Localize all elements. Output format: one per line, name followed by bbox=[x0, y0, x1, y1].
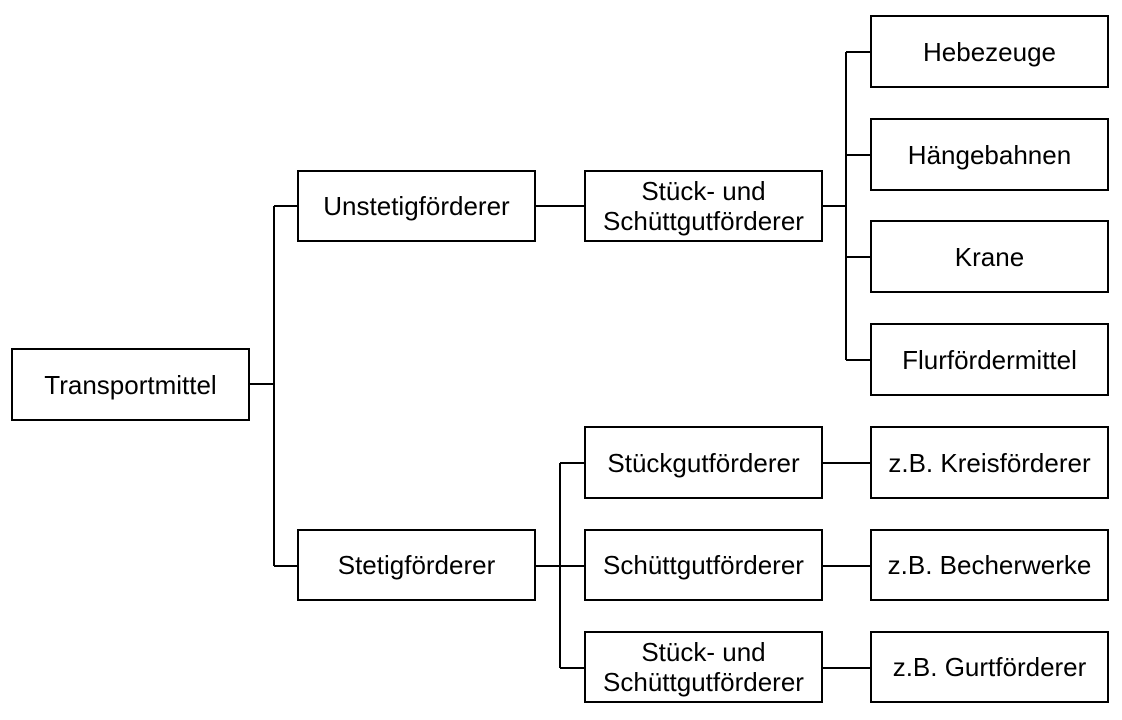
node-label: Transportmittel bbox=[44, 369, 217, 400]
node-hebezeuge: Hebezeuge bbox=[870, 15, 1109, 88]
node-label: Unstetigförderer bbox=[323, 191, 510, 221]
node-haengebahnen: Hängebahnen bbox=[870, 118, 1109, 191]
node-label: z.B. Becherwerke bbox=[887, 550, 1092, 580]
node-label-line2: Schüttgutförderer bbox=[603, 667, 804, 697]
node-label: Stetigförderer bbox=[337, 550, 496, 580]
node-unstetigfoerderer: Unstetigförderer bbox=[297, 170, 536, 242]
node-label-line2: Schüttgutförderer bbox=[603, 206, 804, 236]
node-label-line1: Stück- und bbox=[641, 176, 766, 206]
node-label: z.B. Gurtförderer bbox=[892, 652, 1087, 682]
node-gurtfoerderer: z.B. Gurtförderer bbox=[870, 631, 1109, 703]
node-label: Hängebahnen bbox=[907, 139, 1072, 170]
node-schuettgutfoerderer: Schüttgutförderer bbox=[584, 529, 823, 601]
node-stueck-und-schuettgutfoerderer-unstetig: Stück- und Schüttgutförderer bbox=[584, 170, 823, 242]
node-label-line1: Stück- und bbox=[641, 637, 766, 667]
node-label: Schüttgutförderer bbox=[603, 550, 804, 580]
node-label: Flurfördermittel bbox=[902, 344, 1077, 375]
node-becherwerke: z.B. Becherwerke bbox=[870, 529, 1109, 601]
node-label: Stückgutförderer bbox=[607, 447, 800, 478]
node-kreisfoerderer: z.B. Kreisförderer bbox=[870, 426, 1109, 499]
node-label: Hebezeuge bbox=[923, 36, 1056, 67]
node-flurfoerdermittel: Flurfördermittel bbox=[870, 323, 1109, 396]
node-stueckgutfoerderer: Stückgutförderer bbox=[584, 426, 823, 499]
node-transportmittel: Transportmittel bbox=[11, 348, 250, 421]
node-label: Krane bbox=[954, 241, 1025, 272]
node-label: z.B. Kreisförderer bbox=[888, 447, 1091, 478]
node-stueck-und-schuettgutfoerderer-stetig: Stück- und Schüttgutförderer bbox=[584, 631, 823, 703]
node-stetigfoerderer: Stetigförderer bbox=[297, 529, 536, 601]
node-krane: Krane bbox=[870, 220, 1109, 293]
